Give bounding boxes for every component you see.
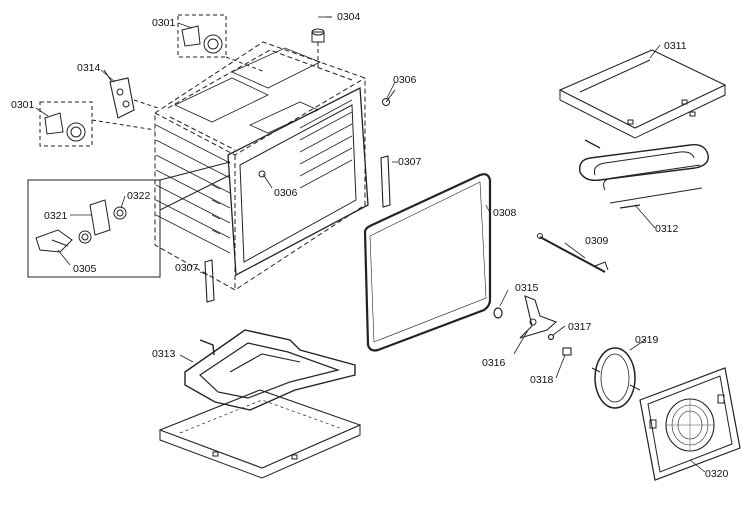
inset-detail-box	[27, 161, 231, 278]
label-0321: 0321	[44, 210, 68, 222]
part-0304-sensor	[311, 16, 332, 70]
label-0312: 0312	[655, 223, 679, 235]
label-0322: 0322	[127, 190, 151, 202]
label-0304: 0304	[337, 11, 361, 23]
label-0307-right: 0307	[398, 156, 422, 168]
label-0308: 0308	[493, 207, 517, 219]
part-0309-sensor-rod	[537, 233, 609, 273]
part-0301-lamp-top	[177, 14, 266, 73]
label-0314: 0314	[77, 62, 101, 74]
part-0313-bake-element	[184, 329, 356, 411]
part-0307-hinges	[204, 155, 391, 303]
label-0305: 0305	[73, 263, 97, 275]
part-0301-lamp-left	[39, 101, 156, 147]
part-0317-washer	[547, 333, 555, 341]
part-0316-fan-blade	[519, 295, 558, 339]
part-0308-gasket	[363, 173, 492, 352]
label-0317: 0317	[568, 321, 592, 333]
label-0319: 0319	[635, 334, 659, 346]
part-0312-grill-element	[579, 139, 709, 209]
label-0318: 0318	[530, 374, 554, 386]
oven-cavity	[154, 41, 369, 291]
part-0311-top-cover	[558, 49, 727, 139]
part-0314-thermostat	[103, 69, 159, 119]
label-0301-left: 0301	[11, 99, 35, 111]
part-0319-convection-element	[591, 347, 641, 409]
label-0301-top: 0301	[152, 17, 176, 29]
part-0306-screw-top	[382, 89, 396, 106]
label-0316: 0316	[482, 357, 506, 369]
label-0320: 0320	[705, 468, 729, 480]
part-0315-nut	[493, 307, 503, 319]
label-0313: 0313	[152, 348, 176, 360]
floor-plate	[158, 389, 362, 479]
label-0309: 0309	[585, 235, 609, 247]
part-0320-back-panel	[639, 367, 741, 481]
leader-lines	[35, 16, 706, 473]
label-0306-top: 0306	[393, 74, 417, 86]
part-0318-nut	[562, 347, 572, 356]
label-0311: 0311	[664, 40, 687, 52]
label-0306-mid: 0306	[274, 187, 298, 199]
label-0315: 0315	[515, 282, 539, 294]
label-0307-bottom: 0307	[175, 262, 199, 274]
